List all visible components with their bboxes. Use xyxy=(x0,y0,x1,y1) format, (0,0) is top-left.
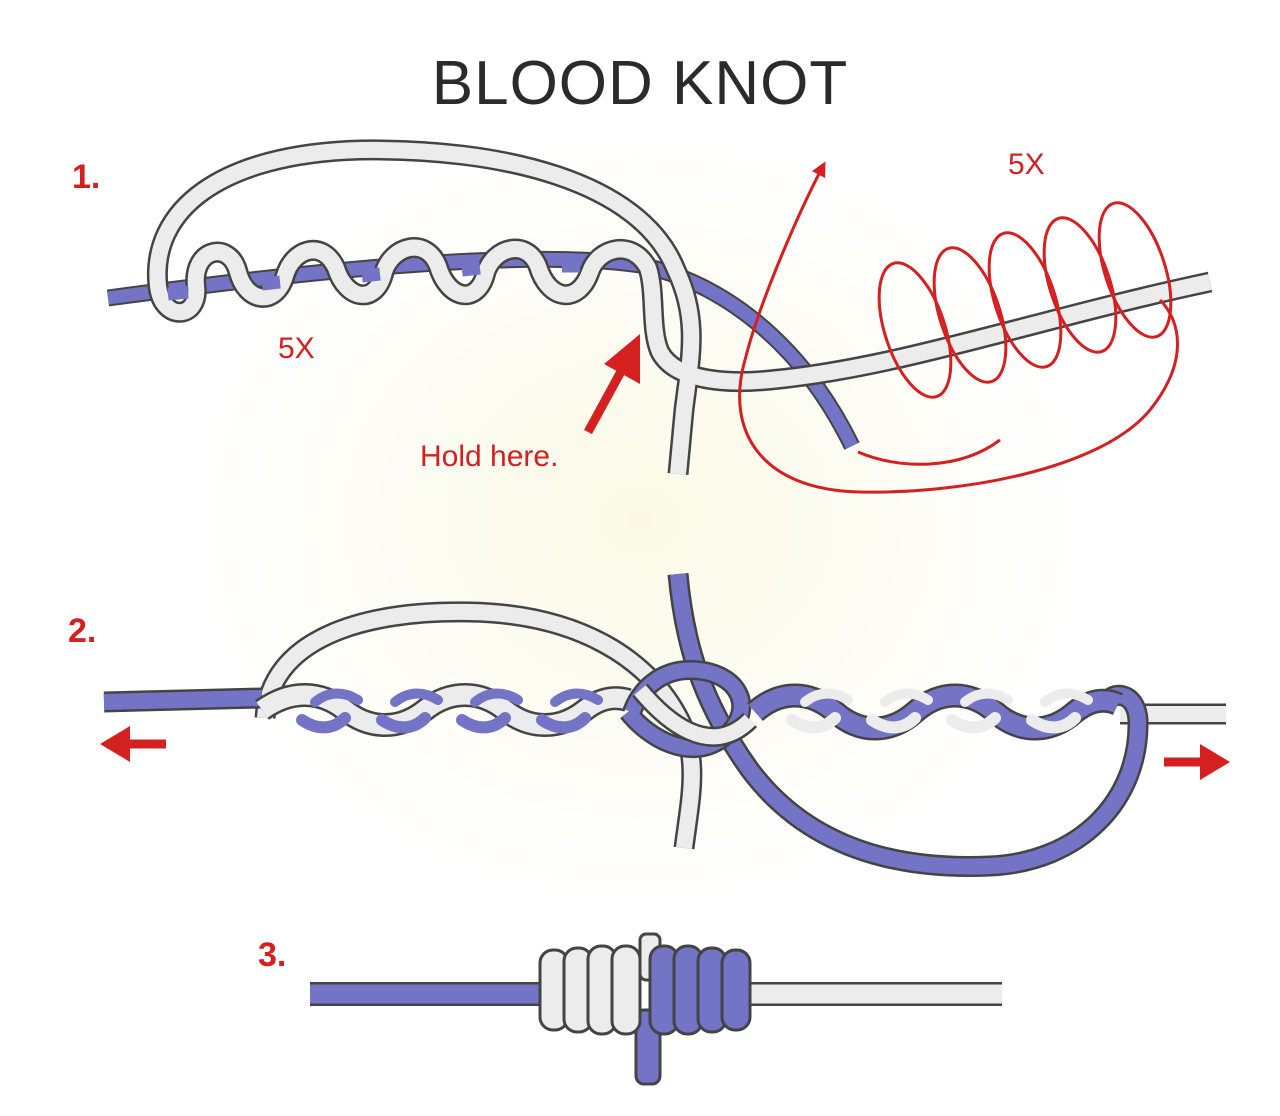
step-2-number: 2. xyxy=(68,612,97,650)
arrow-left-icon xyxy=(100,726,166,762)
step-1-red-count: 5X xyxy=(1008,148,1045,181)
arrow-right-icon xyxy=(1164,744,1230,780)
step-3-number: 3. xyxy=(258,936,287,974)
step-2-left-twist xyxy=(255,683,632,737)
hold-arrow-icon xyxy=(584,334,640,435)
step-2-center-cross xyxy=(620,659,758,759)
step-1-gray-count: 5X xyxy=(278,332,315,365)
curved-arrow-icon xyxy=(743,161,826,361)
step-2-blue-line xyxy=(103,573,1149,877)
step-3-gray-wraps xyxy=(538,944,642,1036)
step-1-red-coils xyxy=(738,161,1179,494)
step-2-illustration xyxy=(100,573,1230,877)
step-1-number: 1. xyxy=(72,158,101,196)
step-1-blue-overlaps xyxy=(167,259,580,301)
diagram-title: BLOOD KNOT xyxy=(431,49,849,118)
step-2-right-twist xyxy=(747,683,1124,741)
step-3-illustration xyxy=(310,932,1002,1086)
step-1-gray-coils xyxy=(146,139,1213,475)
step-1-illustration xyxy=(106,139,1213,494)
hold-here-label: Hold here. xyxy=(420,440,559,473)
step-3-blue-wraps xyxy=(648,944,752,1036)
